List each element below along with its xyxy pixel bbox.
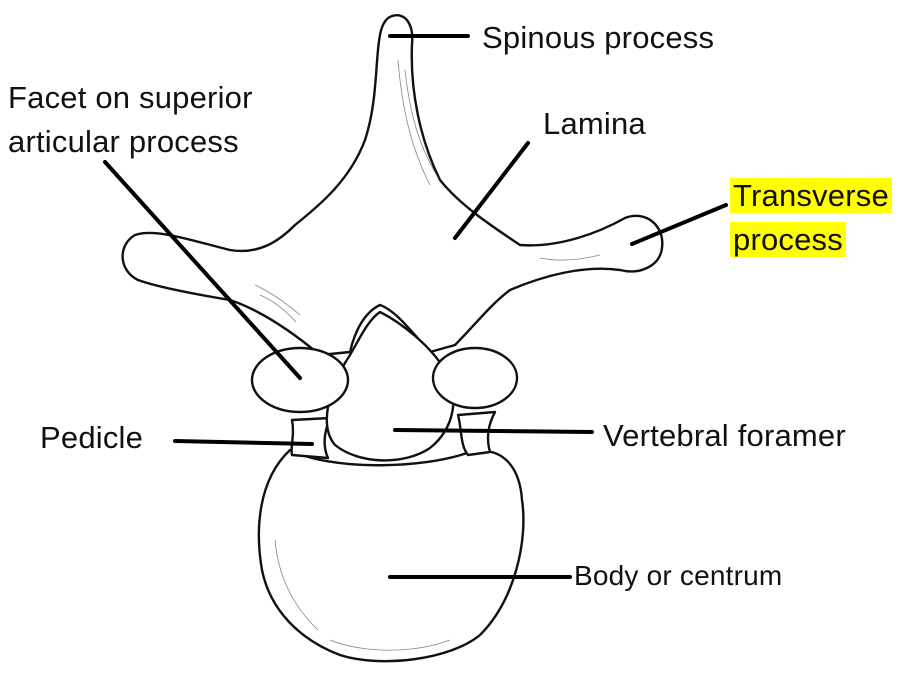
- pedicle-label: Pedicle: [40, 420, 144, 455]
- left-facet-shape: [250, 346, 350, 414]
- lamina-label: Lamina: [543, 106, 646, 141]
- body-label: Body or centrum: [574, 560, 783, 591]
- facet-leader: [103, 160, 302, 380]
- vertebral-foramen-leader: [393, 428, 594, 434]
- right-pedicle-shape: [456, 410, 497, 457]
- transverse-process-label-line2: process: [730, 222, 846, 257]
- facet-label-line2: articular process: [8, 124, 239, 159]
- posterior-arch-shape: [121, 14, 664, 357]
- pedicle-leader: [173, 439, 314, 446]
- left-pedicle-shape: [290, 416, 332, 460]
- transverse-process-leader: [630, 203, 728, 246]
- vertebral-foramen-label: Vertebral foramer: [603, 418, 846, 453]
- right-facet-shape: [431, 346, 519, 410]
- vertebral-body-shape: [257, 448, 525, 663]
- transverse-process-label-line1: Transverse: [730, 178, 892, 213]
- facet-label-line1: Facet on superior: [8, 80, 253, 115]
- spinous-process-label: Spinous process: [482, 20, 715, 55]
- lamina-leader: [453, 141, 530, 240]
